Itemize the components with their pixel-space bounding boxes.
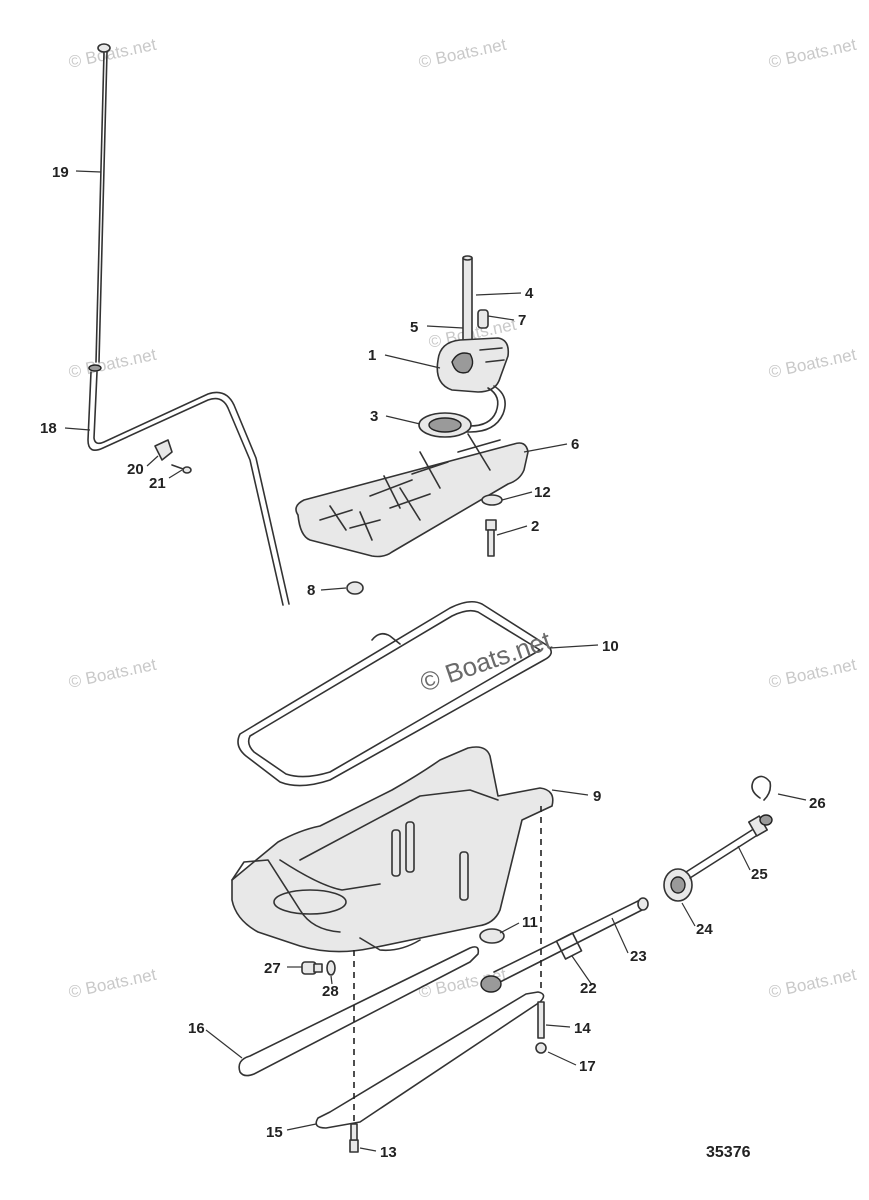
retaining-clip — [751, 775, 772, 801]
tray-nut — [346, 581, 364, 595]
pan-stud — [535, 1001, 547, 1054]
watermark: © Boats.net — [767, 35, 858, 72]
callout-28: 28 — [322, 983, 339, 1000]
callout-3: 3 — [370, 408, 378, 425]
watermark: © Boats.net — [67, 965, 158, 1002]
watermark: © Boats.net — [67, 345, 158, 382]
drain-seal — [479, 928, 505, 944]
callout-labels: 19 18 20 21 1 4 5 7 3 6 12 2 8 10 9 26 2… — [40, 164, 826, 1161]
callout-11: 11 — [522, 914, 538, 931]
washer — [481, 494, 503, 506]
callout-4: 4 — [525, 285, 534, 302]
callout-6: 6 — [571, 436, 579, 453]
figure-number: 35376 — [706, 1144, 751, 1161]
drain-plug — [301, 961, 323, 975]
leader-lines — [64, 170, 807, 1152]
right-pan-seal — [315, 991, 545, 1129]
callout-22: 22 — [580, 980, 597, 997]
callout-8: 8 — [307, 582, 315, 599]
callout-26: 26 — [809, 795, 826, 812]
oil-pan-gasket — [237, 600, 552, 787]
oil-pump-driveshaft — [480, 897, 649, 993]
tube-clip — [154, 439, 192, 474]
tray-bolt — [485, 519, 497, 557]
oil-pan — [231, 746, 554, 953]
windage-tray — [295, 433, 529, 558]
callout-12: 12 — [534, 484, 551, 501]
callout-9: 9 — [593, 788, 601, 805]
oil-pump-assembly — [436, 255, 510, 433]
callout-25: 25 — [751, 866, 768, 883]
dipstick — [88, 43, 111, 372]
callout-13: 13 — [380, 1144, 397, 1161]
callout-27: 27 — [264, 960, 281, 977]
left-pan-seal — [238, 946, 480, 1077]
callout-14: 14 — [574, 1020, 591, 1037]
watermark: © Boats.net — [417, 35, 508, 72]
watermark: © Boats.net — [67, 655, 158, 692]
callout-16: 16 — [188, 1020, 205, 1037]
center-watermark: © Boats.net — [416, 625, 555, 698]
callout-21: 21 — [149, 475, 166, 492]
watermark: © Boats.net — [767, 655, 858, 692]
callout-1: 1 — [368, 347, 376, 364]
watermark: © Boats.net — [767, 965, 858, 1002]
oil-level-sensor — [685, 814, 773, 879]
watermark: © Boats.net — [67, 35, 158, 72]
callout-18: 18 — [40, 420, 57, 437]
callout-5: 5 — [410, 319, 418, 336]
dipstick-tube — [87, 371, 290, 606]
callout-7: 7 — [518, 312, 526, 329]
watermark: © Boats.net — [767, 345, 858, 382]
callout-20: 20 — [127, 461, 144, 478]
callout-17: 17 — [579, 1058, 596, 1075]
callout-10: 10 — [602, 638, 619, 655]
oil-pump-pickup — [418, 412, 472, 438]
sensor-grommet — [663, 868, 693, 902]
callout-23: 23 — [630, 948, 647, 965]
callout-19: 19 — [52, 164, 69, 181]
callout-15: 15 — [266, 1124, 283, 1141]
pan-bolt — [349, 1123, 359, 1153]
callout-24: 24 — [696, 921, 713, 938]
drain-plug-washer — [326, 960, 336, 976]
callout-2: 2 — [531, 518, 539, 535]
